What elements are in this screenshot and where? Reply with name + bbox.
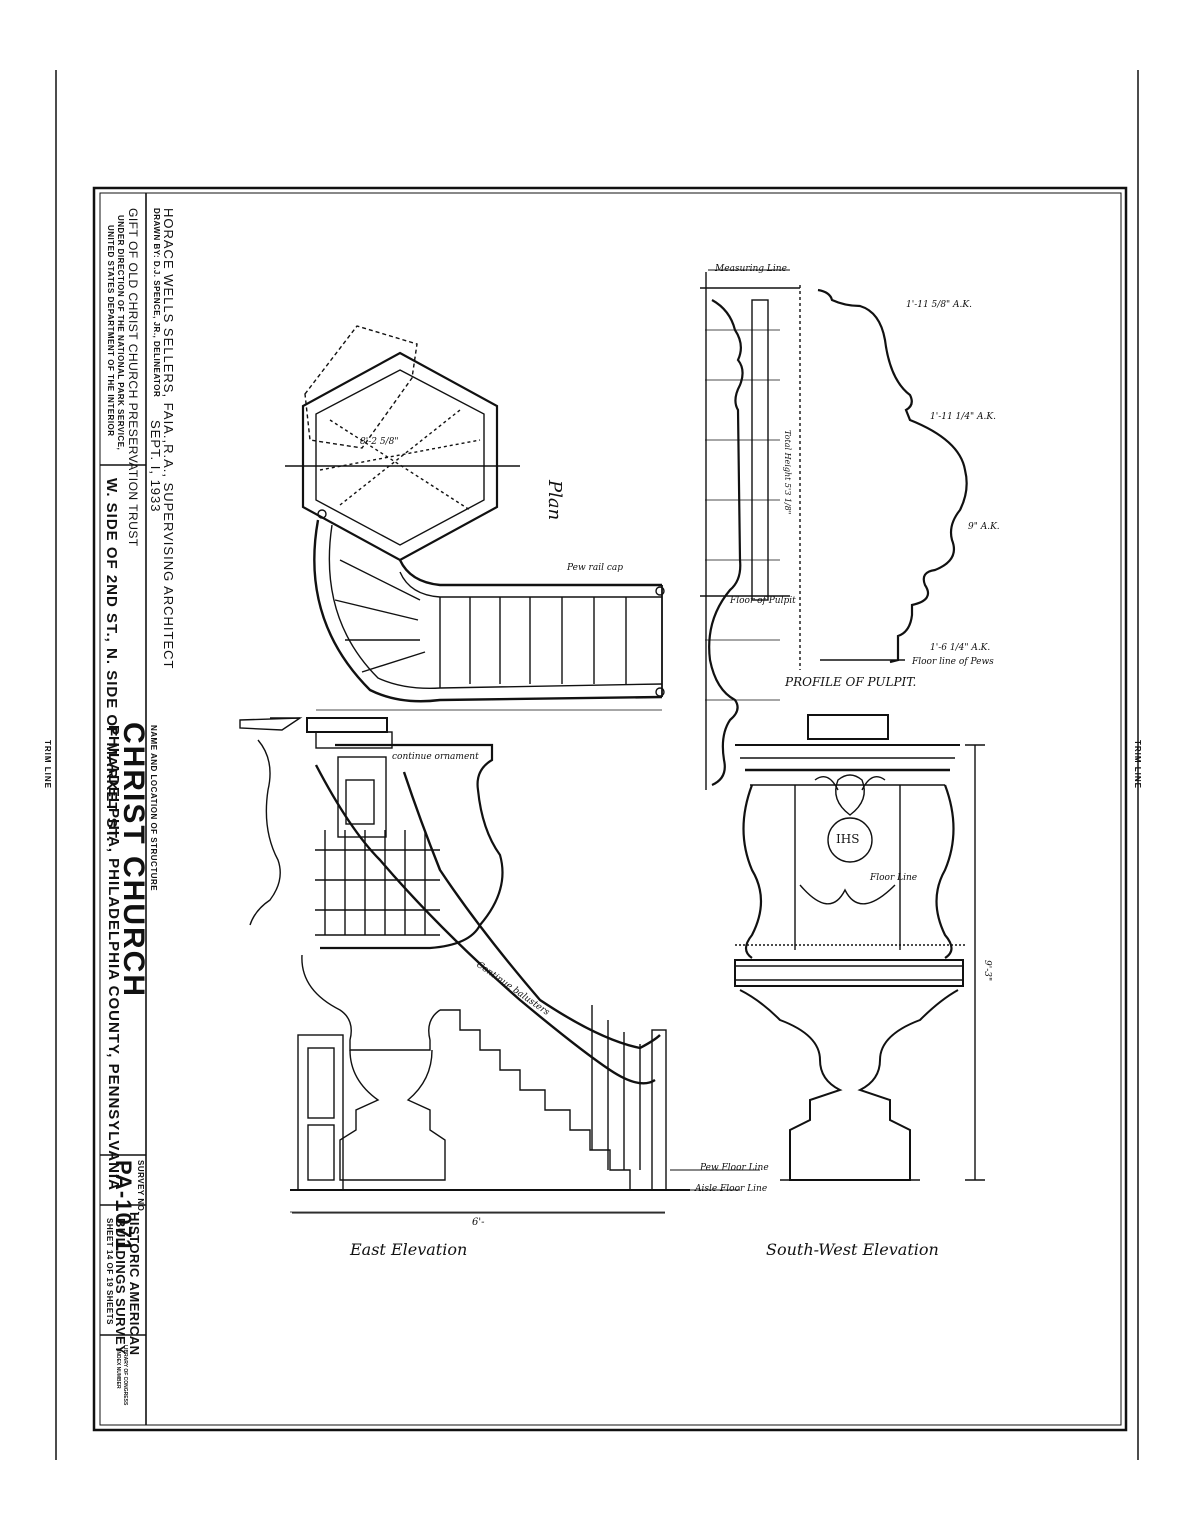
trim-line-left: TRIM LINE — [43, 740, 52, 789]
trim-marks — [55, 70, 1139, 1460]
height-dimension: 9'-3" — [982, 960, 992, 982]
sheet-number: SHEET 14 OF 19 SHEETS — [105, 1218, 114, 1325]
floor-line-of-pews-label: Floor line of Pews — [912, 657, 994, 667]
profile-drawing — [700, 272, 968, 790]
title-block-frame — [100, 193, 147, 1425]
drawn-by: DRAWN BY: D.J. SPENCE, JR., DELINEATOR — [152, 208, 161, 398]
library-stamp-2: INDEX NUMBER — [115, 1350, 121, 1389]
library-stamp-1: LIBRARY OF CONGRESS — [122, 1345, 128, 1406]
plan-label: Plan — [544, 480, 565, 521]
profile-of-pulpit-label: PROFILE OF PULPIT. — [785, 675, 917, 689]
profile-dimension-1: 1'-11 5/8" A.K. — [906, 300, 972, 310]
direction-line-2: UNITED STATES DEPARTMENT OF THE INTERIOR — [106, 225, 115, 437]
plan-drawing — [285, 325, 665, 711]
habs-line-1: HISTORIC AMERICAN — [127, 1212, 142, 1356]
south-west-elevation-label: South-West Elevation — [766, 1240, 939, 1259]
aisle-floor-line-label: Aisle Floor Line — [695, 1184, 768, 1194]
trim-line-right: TRIM LINE — [1133, 740, 1142, 789]
direction-line-1: UNDER DIRECTION OF THE NATIONAL PARK SER… — [116, 215, 125, 451]
pew-floor-line-label: Pew Floor Line — [700, 1163, 769, 1173]
total-height-label: Total Height 5'3 1/8" — [783, 430, 792, 515]
profile-dimension-2: 1'-11 1/4" A.K. — [930, 412, 996, 422]
pew-rail-cap-label: Pew rail cap — [567, 563, 623, 573]
sheet-border — [92, 186, 1128, 1432]
continue-ornament-label: continue ornament — [392, 752, 479, 762]
address-line: W. SIDE OF 2ND ST., N. SIDE OF MARKET ST… — [103, 478, 120, 843]
gift-line: GIFT OF OLD CHRIST CHURCH PRESERVATION T… — [126, 208, 140, 547]
width-dimension: 6'- — [472, 1217, 485, 1228]
habs-line-2: BUILDINGS SURVEY — [113, 1218, 128, 1355]
ihs-monogram: IHS — [836, 832, 860, 846]
dimension-lines — [292, 269, 790, 1214]
east-elevation-label: East Elevation — [350, 1240, 468, 1259]
profile-dimension-4: 1'-6 1/4" A.K. — [930, 643, 991, 653]
east-elevation-drawing — [239, 717, 690, 1213]
survey-no-label: SURVEY NO. — [136, 1160, 145, 1215]
name-location-label: NAME AND LOCATION OF STRUCTURE — [149, 725, 158, 892]
measuring-line-label: Measuring Line — [715, 264, 787, 274]
plan-dimension: 8'-2 5/8" — [360, 437, 399, 447]
south-west-elevation-drawing — [734, 714, 985, 1181]
supervising-architect: HORACE WELLS SELLERS, FAIA.,R.A., SUPERV… — [161, 208, 176, 670]
floor-of-pulpit-label: Floor of Pulpit — [730, 596, 796, 606]
profile-dimension-3: 9" A.K. — [968, 522, 1000, 532]
drawing-date: SEPT. I, 1933 — [148, 420, 163, 513]
floor-line-label: Floor Line — [870, 873, 918, 883]
